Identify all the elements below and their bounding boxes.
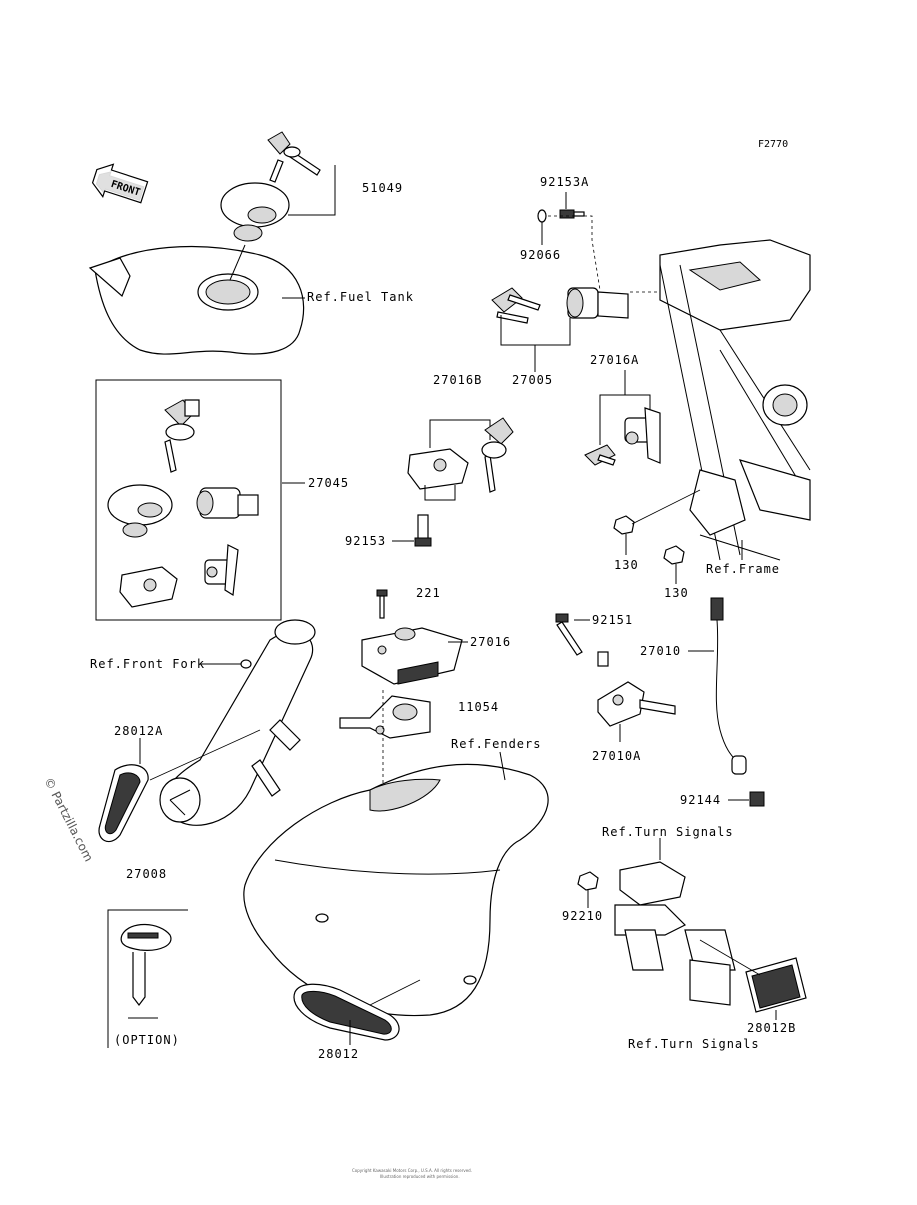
spring-92144-icon <box>749 791 765 807</box>
front-arrow-icon: FRONT <box>91 163 149 204</box>
leader-51049 <box>288 165 336 216</box>
steering-lock-27016A-icon <box>624 407 661 464</box>
nut-130a-icon <box>613 515 635 535</box>
label-92151: 92151 <box>592 613 633 627</box>
fuel-tank-icon <box>88 245 305 355</box>
label-92153: 92153 <box>345 534 386 548</box>
label-28012: 28012 <box>318 1047 359 1061</box>
leader-28012-fender <box>369 979 421 1006</box>
label-27008: 27008 <box>126 867 167 881</box>
leader-28012A-fork <box>149 729 261 781</box>
label-27045: 27045 <box>308 476 349 490</box>
ref-frame-label: Ref.Frame <box>706 562 780 576</box>
bracket-27016B <box>429 419 491 448</box>
label-130b: 130 <box>664 586 689 600</box>
ref-fenders-label: Ref.Fenders <box>451 737 541 751</box>
front-fork-icon <box>159 619 316 826</box>
kit-fuel-cap-icon <box>107 484 173 538</box>
option-key-27008-icon <box>120 923 172 1019</box>
ref-fuel-tank-label: Ref.Fuel Tank <box>307 290 414 304</box>
leader-tank-cap <box>229 244 246 281</box>
leader-130a-frame <box>631 489 701 525</box>
screw-221-icon <box>376 589 388 619</box>
bracket-11054-icon <box>339 695 431 739</box>
reflector-28012-icon <box>293 983 400 1041</box>
option-bracket <box>107 909 188 1048</box>
bolt-92151-icon <box>555 613 583 656</box>
label-28012B: 28012B <box>747 1021 796 1035</box>
nut-92210-icon <box>577 871 599 891</box>
partzilla-watermark: © Partzilla.com <box>41 775 96 864</box>
label-27005: 27005 <box>512 373 553 387</box>
label-27016A: 27016A <box>590 353 639 367</box>
figure-code: F2770 <box>758 139 788 150</box>
label-28012A: 28012A <box>114 724 163 738</box>
label-27016: 27016 <box>470 635 511 649</box>
label-51049: 51049 <box>362 181 403 195</box>
label-92210: 92210 <box>562 909 603 923</box>
keys-27016B-icon <box>481 417 514 493</box>
switch-27010A-icon <box>597 651 676 727</box>
kit-seat-lock-icon <box>204 544 239 597</box>
label-92144: 92144 <box>680 793 721 807</box>
screw-92153A-icon <box>559 209 585 219</box>
leader-28012B-bracket <box>699 939 761 976</box>
label-27010: 27010 <box>640 644 681 658</box>
rear-fender-icon <box>243 763 549 1017</box>
kit-box-27045 <box>95 379 282 621</box>
washer-92066-icon <box>537 209 547 223</box>
switch-harness-27010-icon <box>710 597 747 775</box>
ref-turn-signals-top-label: Ref.Turn Signals <box>602 825 734 839</box>
lock-bracket-27016B-icon <box>407 448 469 490</box>
fork-mount-icon <box>240 659 252 669</box>
seat-lock-27016-icon <box>361 627 463 685</box>
bolt-92153-icon <box>414 514 432 547</box>
dashed-leader-switch <box>548 215 601 291</box>
leader-fenders <box>499 751 506 781</box>
turn-signal-bracket-icon <box>614 861 736 1006</box>
nut-130b-icon <box>663 545 685 565</box>
keys-27005-icon <box>491 287 541 324</box>
label-92066: 92066 <box>520 248 561 262</box>
label-130a: 130 <box>614 558 639 572</box>
label-11054: 11054 <box>458 700 499 714</box>
kit-ignition-switch-icon <box>196 487 259 519</box>
label-27010A: 27010A <box>592 749 641 763</box>
reflector-28012B-icon <box>745 957 807 1013</box>
reflector-28012A-icon <box>98 764 149 843</box>
ref-front-fork-label: Ref.Front Fork <box>90 657 205 671</box>
fuel-cap-icon <box>220 182 290 242</box>
ignition-keys-icon <box>267 131 321 183</box>
label-221: 221 <box>416 586 441 600</box>
option-label: (OPTION) <box>114 1033 180 1047</box>
kit-lock-bracket-icon <box>119 566 178 608</box>
label-92153A: 92153A <box>540 175 589 189</box>
ref-turn-signals-bottom-label: Ref.Turn Signals <box>628 1037 760 1051</box>
keys-27016A-icon <box>584 444 616 466</box>
ignition-switch-27005-icon <box>566 287 629 319</box>
label-27016B: 27016B <box>433 373 482 387</box>
copyright-line-1: Copyright Kawasaki Motors Corp., U.S.A. … <box>352 1168 472 1173</box>
kit-keys-icon <box>164 399 200 473</box>
bracket-92153 <box>424 485 456 501</box>
copyright-line-2: Illustration reproduced with permission. <box>380 1174 460 1179</box>
motorcycle-frame-icon <box>659 239 811 561</box>
